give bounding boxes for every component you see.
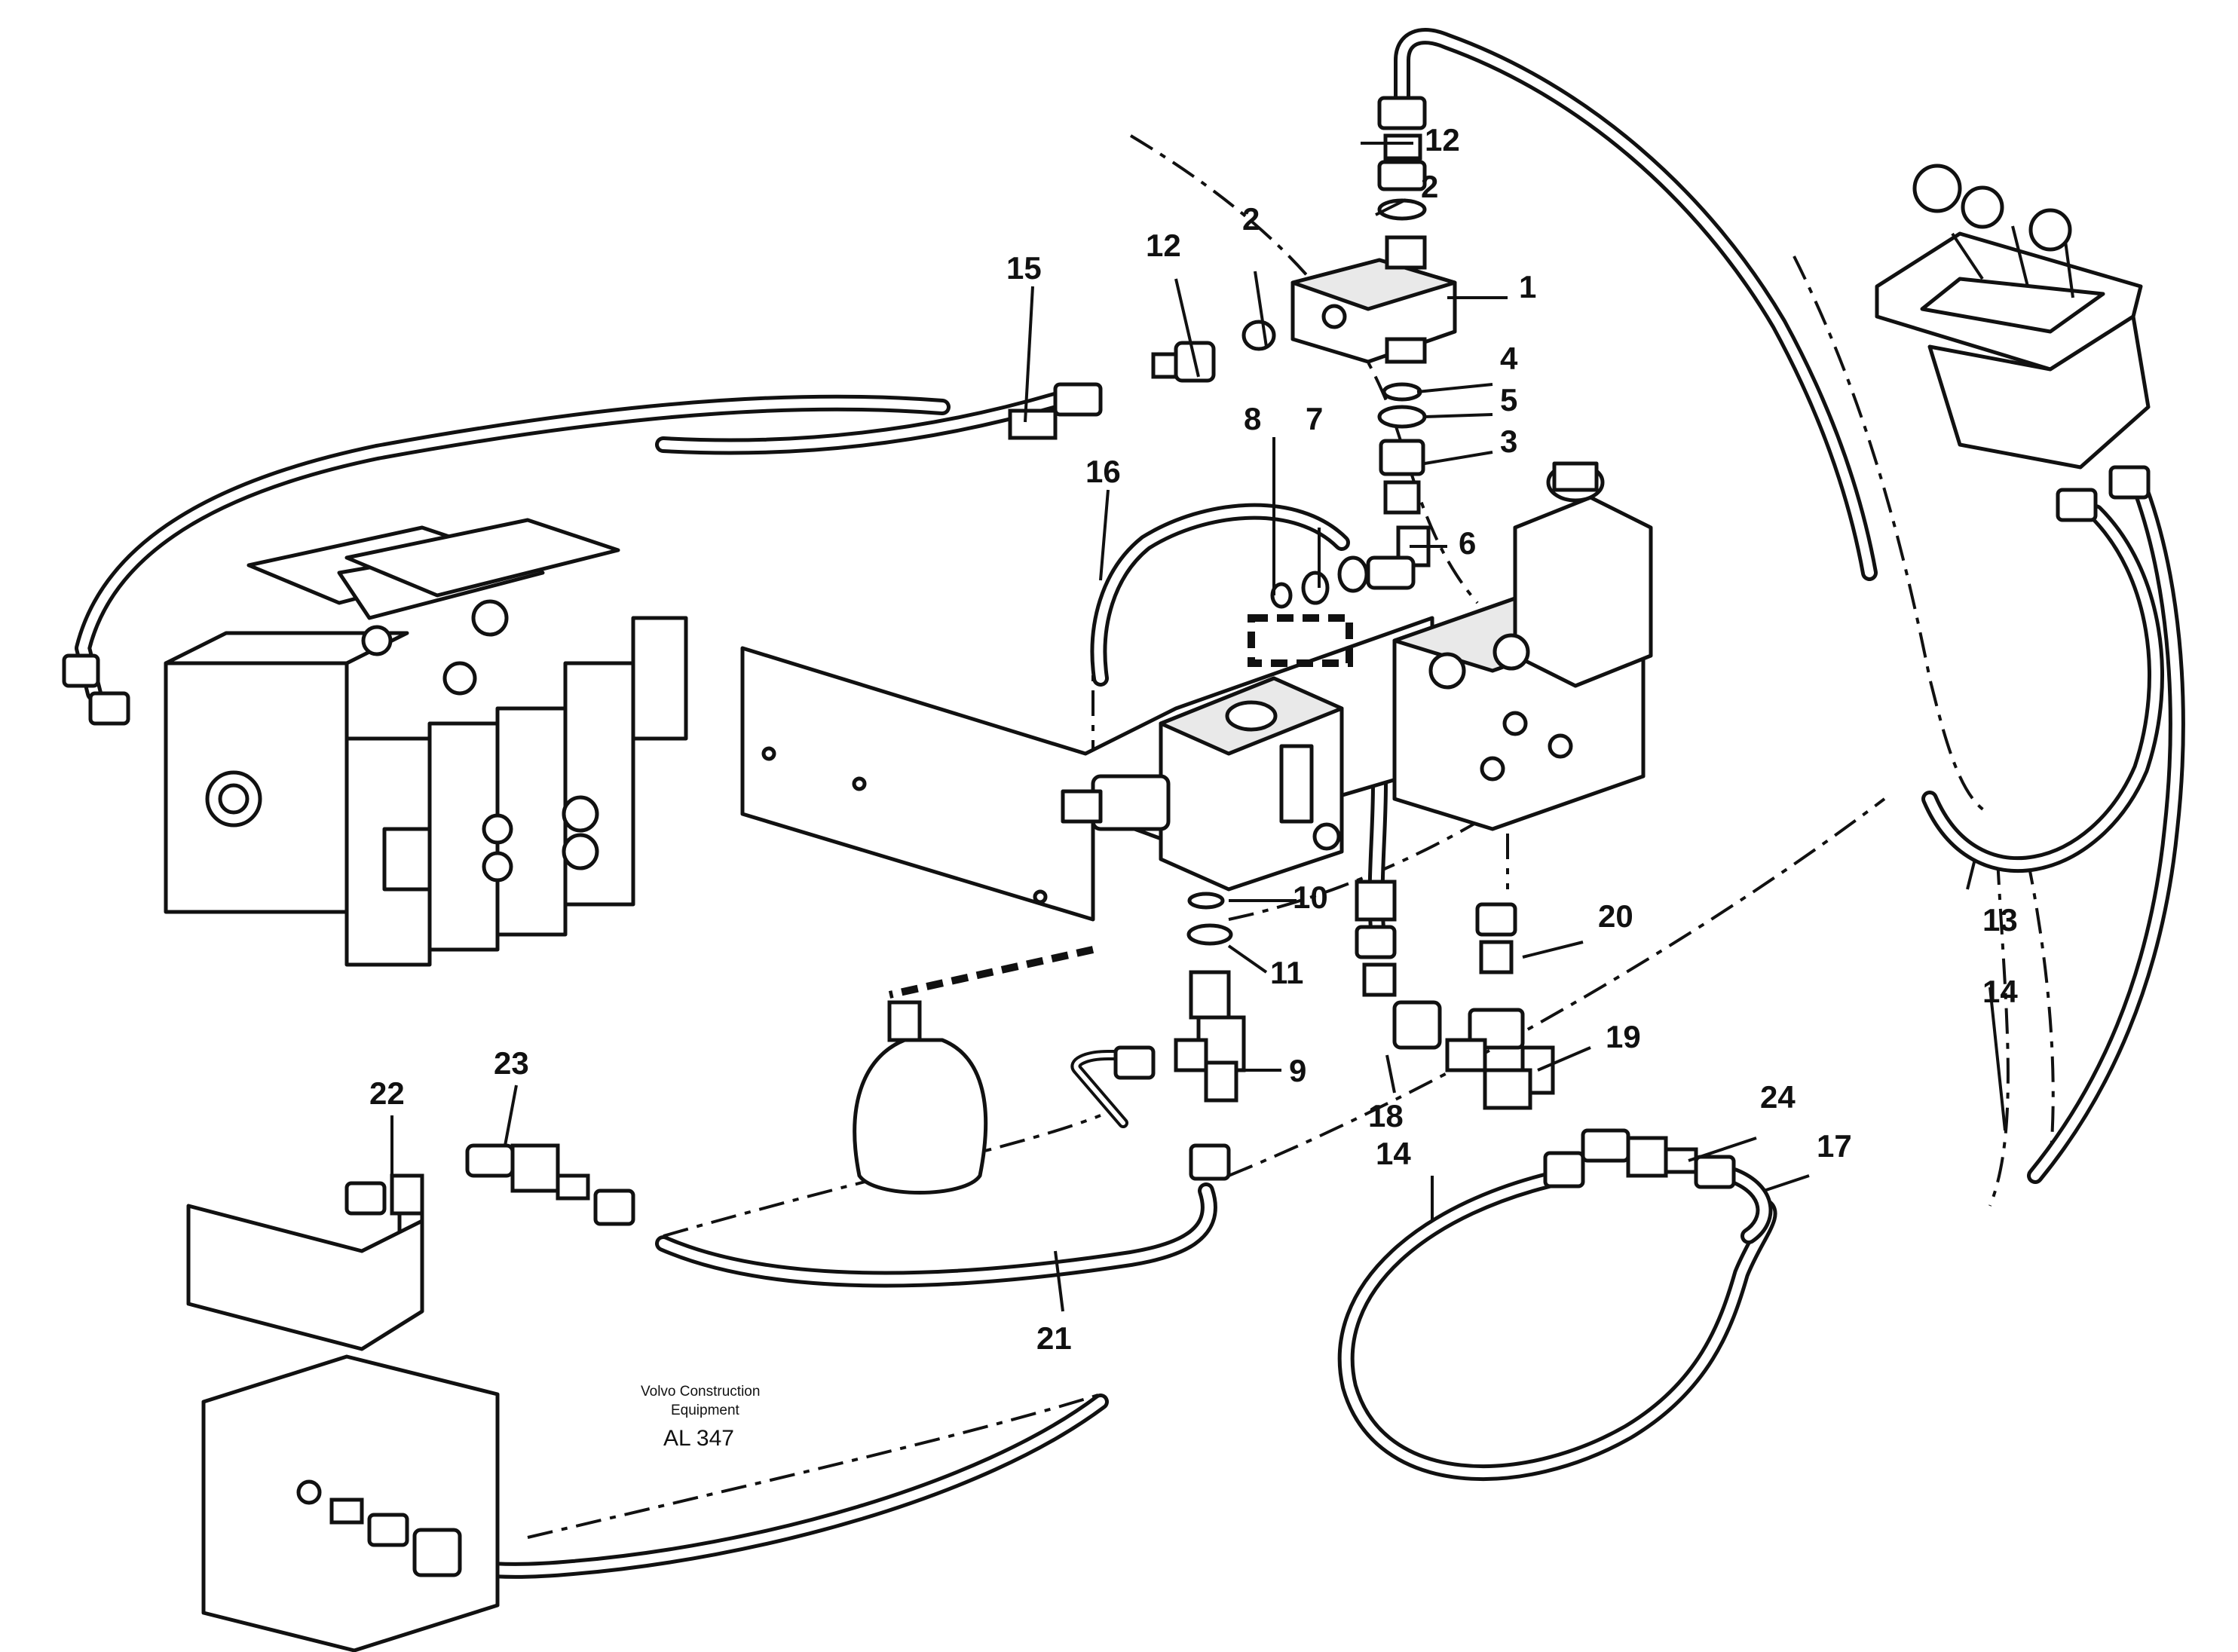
- callout-4: 4: [1500, 341, 1518, 376]
- callout-12: 12: [1425, 122, 1460, 158]
- callout-labels: 1 2 2 3 4 5 6 7 8 9 10 11 12 12 13 14 14…: [369, 122, 2018, 1356]
- callout-10: 10: [1293, 880, 1328, 915]
- control-valve-assembly: [164, 518, 688, 967]
- callout-22: 22: [369, 1075, 405, 1111]
- callout-9: 9: [1289, 1053, 1306, 1088]
- junction-block: [1290, 235, 1457, 364]
- callout-15: 15: [1006, 250, 1042, 286]
- caption-reference: AL 347: [663, 1426, 734, 1451]
- callout-20: 20: [1598, 898, 1633, 934]
- callout-13: 13: [1982, 902, 2018, 938]
- diagram-caption: Volvo Construction Equipment AL 347: [641, 1384, 760, 1451]
- callout-11: 11: [1270, 955, 1303, 990]
- callout-8: 8: [1244, 401, 1261, 436]
- callout-23: 23: [494, 1045, 529, 1081]
- callout-12: 12: [1146, 228, 1181, 263]
- callout-7: 7: [1306, 401, 1323, 436]
- lever-control-unit: [1875, 164, 2151, 470]
- callout-17: 17: [1817, 1128, 1852, 1164]
- callout-24: 24: [1760, 1079, 1796, 1115]
- callout-2: 2: [1242, 201, 1260, 237]
- junction-box: [186, 1204, 500, 1652]
- callout-2: 2: [1421, 169, 1438, 204]
- callout-6: 6: [1459, 525, 1476, 561]
- callout-21: 21: [1036, 1320, 1072, 1356]
- phantom-lines: [527, 134, 2055, 1539]
- callout-5: 5: [1500, 382, 1517, 418]
- callout-18: 18: [1368, 1098, 1404, 1133]
- fittings: [62, 96, 2151, 1238]
- section-markers: [888, 614, 1353, 999]
- callout-1: 1: [1519, 269, 1536, 304]
- callout-3: 3: [1500, 424, 1517, 459]
- leader-lines: [390, 142, 2007, 1312]
- callout-19: 19: [1606, 1019, 1641, 1054]
- callout-14: 14: [1376, 1136, 1411, 1171]
- solenoid-valve: [1392, 461, 1653, 831]
- caption-company-line2: Equipment: [671, 1403, 740, 1418]
- pressure-switch-block: [1061, 676, 1344, 892]
- callout-16: 16: [1085, 454, 1121, 489]
- caption-company: Volvo Construction: [641, 1384, 760, 1400]
- callout-14: 14: [1982, 974, 2018, 1009]
